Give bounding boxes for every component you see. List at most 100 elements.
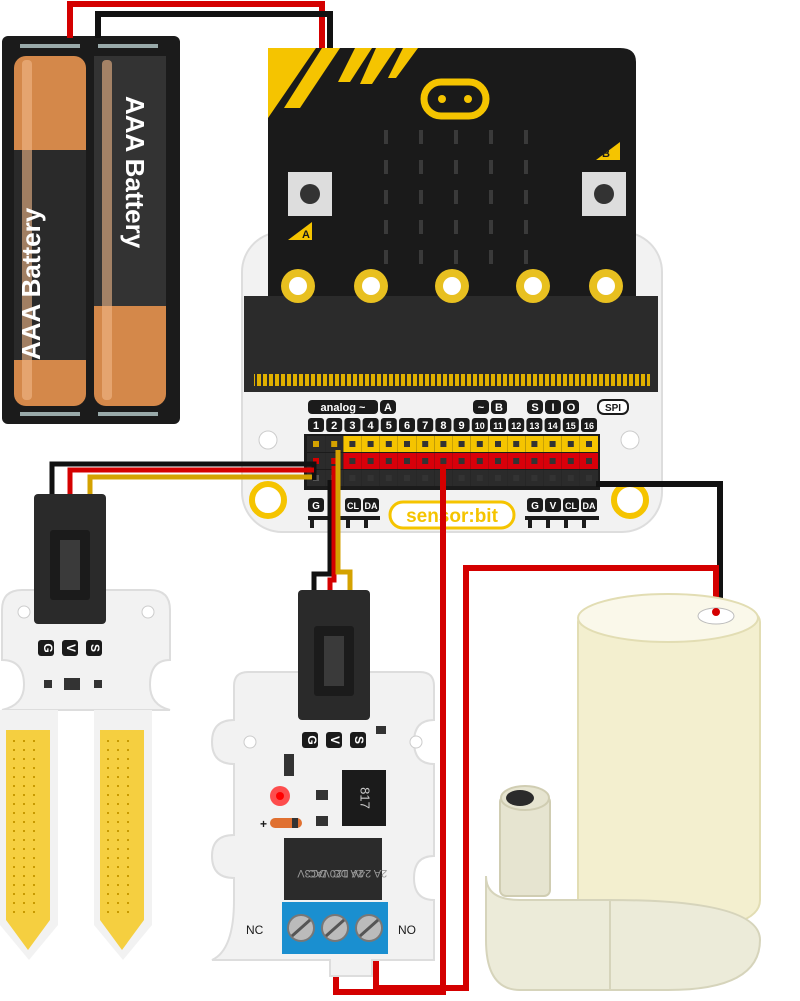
led — [489, 160, 493, 174]
battery-cell-left: AAA Battery — [14, 56, 86, 406]
pump-wire-black — [596, 481, 723, 612]
soil-moisture-sensor: G V S — [0, 494, 171, 960]
led — [454, 220, 458, 234]
led — [419, 190, 423, 204]
label-cl-left: CL — [347, 501, 359, 511]
header-pin-hole — [567, 475, 574, 481]
label-v-right: V — [550, 501, 557, 512]
pin-number-label: 2 — [331, 420, 337, 432]
pin-number-badge — [581, 418, 597, 432]
pin-number-badge — [399, 418, 415, 432]
header-pin-hole — [549, 441, 556, 447]
tag-spi: SPI — [605, 403, 621, 414]
header-pin-hole — [422, 441, 429, 447]
header-pin-hole — [331, 458, 338, 464]
pin-number-badge — [453, 418, 470, 432]
battery-holder: AAA Battery AAA Battery — [2, 36, 180, 424]
led — [384, 160, 388, 174]
header-pin-hole — [313, 441, 319, 447]
header-pin-hole — [331, 441, 338, 447]
header-pin-hole — [367, 441, 374, 447]
pin-number-label: 4 — [368, 420, 375, 432]
header-pin-hole — [567, 441, 574, 447]
tag-row: analog ~ A ~ B S I O SPI — [308, 399, 629, 415]
terminal-nc-label: NC — [246, 923, 264, 937]
header-pin-hole — [385, 475, 392, 481]
relay-pin-s: S — [352, 736, 366, 744]
tag-o: O — [567, 402, 576, 414]
led — [419, 220, 423, 234]
pin-number-label: 16 — [584, 421, 594, 431]
battery-cell-right: AAA Battery — [94, 56, 166, 406]
button-b-label: B — [602, 148, 610, 160]
led — [489, 250, 493, 264]
edge-connector-teeth — [254, 374, 650, 386]
header-pin-rows — [304, 434, 600, 490]
button-b[interactable]: B — [582, 142, 626, 216]
terminal-no-label: NO — [398, 923, 416, 937]
relay-module: G V S + 817 DC3V 2A 120VAC 2A 24V DC — [210, 590, 435, 977]
optocoupler-label: 817 — [358, 787, 373, 809]
led — [384, 250, 388, 264]
led — [524, 190, 528, 204]
bottom-right-labels: G V CL DA — [525, 498, 599, 528]
soil-wire-yellow — [87, 474, 312, 494]
relay-wire-black — [311, 480, 333, 594]
relay-plus-label: + — [260, 817, 267, 831]
microbit-logo — [420, 78, 490, 120]
pin-number-label: 14 — [548, 421, 558, 431]
header-pin-hole — [367, 475, 374, 481]
terminal-screws[interactable] — [287, 914, 383, 942]
tag-a: A — [384, 402, 392, 414]
pin-number-badge — [308, 418, 324, 432]
header-pin-hole — [549, 475, 556, 481]
pin-number-badge — [326, 418, 343, 432]
header-pin-hole — [586, 458, 592, 464]
header-pin-hole — [531, 458, 538, 464]
relay-pin-v: V — [328, 736, 342, 744]
header-pin-hole — [567, 458, 574, 464]
led — [489, 190, 493, 204]
header-pin-hole — [313, 458, 319, 464]
pin-number-label: 3 — [349, 420, 355, 432]
led — [489, 130, 493, 144]
header-pin-hole — [404, 441, 410, 447]
pin-number-label: 11 — [493, 421, 503, 431]
led — [454, 190, 458, 204]
battery-wire-black — [95, 11, 333, 50]
led — [384, 220, 388, 234]
header-pin-hole — [349, 475, 356, 481]
relay-wire-red — [327, 466, 337, 594]
microbit-pads — [281, 269, 623, 303]
pump-wire-red — [373, 565, 719, 991]
battery-label-right: AAA Battery — [120, 96, 150, 249]
pin-number-label: 5 — [386, 420, 392, 432]
pin-number-badge — [508, 418, 525, 432]
soil-wire-red — [67, 467, 314, 494]
header-pin-hole — [586, 441, 592, 447]
water-pump — [485, 593, 762, 991]
label-cl-right: CL — [565, 501, 577, 511]
pin-number-badge — [490, 418, 506, 432]
header-pin-hole — [495, 475, 501, 481]
header-pin-hole — [476, 441, 483, 447]
led — [524, 130, 528, 144]
pin-number-label: 9 — [459, 420, 465, 432]
microbit: A B — [268, 48, 636, 303]
header-pin-hole — [586, 475, 592, 481]
pin-number-label: 15 — [566, 421, 576, 431]
pin-number-badge — [544, 418, 561, 432]
led — [419, 130, 423, 144]
header-pin-hole — [367, 458, 374, 464]
relay-text-2: 2A 120VAC — [308, 867, 364, 879]
header-pin-hole — [476, 458, 483, 464]
pin-number-badge — [344, 418, 361, 432]
label-da-left: DA — [365, 501, 378, 511]
pin-number-label: 8 — [440, 420, 446, 432]
tag-analog: analog ~ — [321, 402, 367, 414]
button-a[interactable]: A — [288, 172, 332, 241]
led — [524, 250, 528, 264]
pin-number-badge — [380, 418, 397, 432]
